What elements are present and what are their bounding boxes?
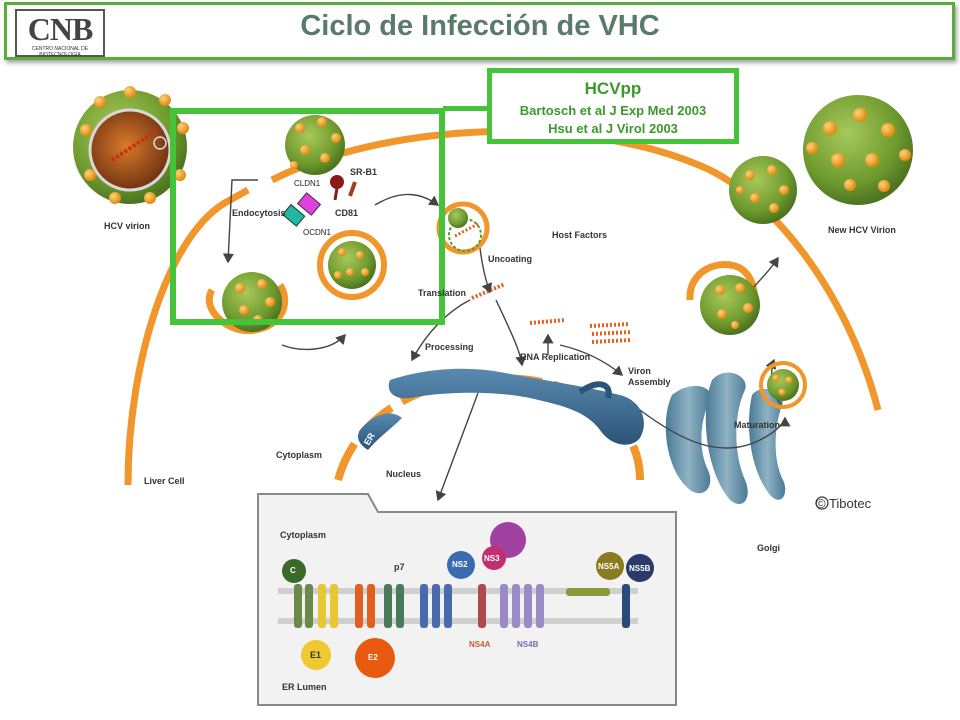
receptors — [281, 175, 357, 227]
cytoplasm-label: Cytoplasm — [276, 450, 323, 460]
hcv-virion-label: HCV virion — [104, 221, 151, 231]
ns4b-label: NS4B — [517, 640, 539, 649]
e2-protein — [355, 638, 395, 678]
page-title: Ciclo de Infección de VHC — [300, 10, 660, 42]
hcvpp-connector — [443, 106, 487, 111]
uncoating-label: Uncoating — [488, 254, 532, 264]
transmembrane-helices — [294, 584, 630, 628]
ns5b-protein — [626, 554, 654, 582]
e2-label: E2 — [368, 653, 378, 662]
er-structure — [357, 368, 644, 450]
hcvpp-ref-bartosch: Bartosch et al J Exp Med 2003 — [519, 103, 707, 118]
ns2-protein — [447, 551, 475, 579]
ns5a-protein — [596, 552, 624, 580]
viral-rna — [471, 282, 633, 344]
panel-er-lumen-label: ER Lumen — [282, 682, 327, 692]
ocdn1-label: OCDN1 — [303, 228, 332, 237]
virion-assembly-label-1: Viron — [628, 366, 651, 376]
ns3-label: NS3 — [484, 554, 500, 563]
hcv-virion-cutaway — [73, 86, 189, 204]
golgi-label: Golgi — [757, 543, 780, 553]
virion-endosome — [317, 230, 387, 300]
new-virion-exocytosis — [700, 275, 760, 335]
ns3-protease — [482, 546, 506, 570]
hcvpp-ref-hsu: Hsu et al J Virol 2003 — [548, 121, 678, 136]
logo-text: CNB — [27, 11, 94, 47]
ns5b-label: NS5B — [629, 564, 651, 573]
new-hcv-virion-large — [803, 95, 913, 205]
cldn1-label: CLDN1 — [294, 179, 321, 188]
ns2-label: NS2 — [452, 560, 468, 569]
header-bar: CNB CENTRO NACIONAL DE BIOTECNOLOGÍA — [4, 2, 955, 60]
nucleus-label: Nucleus — [386, 469, 422, 479]
virion-uncoating — [436, 201, 490, 255]
copyright-label: © Tibotec — [816, 496, 872, 511]
endocytosis-label: Endocytosis — [232, 208, 286, 218]
er-membrane-bilayer — [278, 588, 638, 624]
srb1-receptor — [330, 175, 344, 189]
virion-entry — [285, 115, 345, 175]
hcvpp-reference-box: HCVpp Bartosch et al J Exp Med 2003 Hsu … — [487, 68, 739, 144]
cell-membrane-left — [124, 186, 250, 486]
ocdn1-receptor — [281, 203, 306, 227]
golgi-apparatus — [665, 372, 786, 505]
logo-subtext: CENTRO NACIONAL DE BIOTECNOLOGÍA — [31, 46, 89, 58]
rna-replication-label: RNA Replication — [520, 352, 591, 362]
cd81-label: CD81 — [335, 208, 359, 218]
cd81-receptor — [348, 181, 357, 197]
entry-highlight-frame — [170, 108, 445, 325]
hcvpp-title: HCVpp — [584, 79, 642, 98]
virion-assembly-label-2: Assembly — [628, 377, 671, 387]
srb1-label: SR-B1 — [350, 167, 378, 177]
new-virion-label: New HCV Virion — [828, 225, 896, 235]
cell-membrane-top — [270, 127, 882, 411]
liver-cell-label: Liver Cell — [144, 476, 185, 486]
processing-label: Processing — [425, 342, 474, 352]
e1-label: E1 — [310, 650, 322, 660]
e1-protein — [301, 640, 331, 670]
maturing-virion — [759, 361, 807, 409]
ns5a-label: NS5A — [598, 562, 620, 571]
ns4a-label: NS4A — [469, 640, 491, 649]
c-label: C — [290, 566, 296, 575]
p7-label: p7 — [394, 562, 405, 572]
core-protein — [282, 559, 306, 583]
cldn1-receptor — [296, 192, 322, 216]
panel-cytoplasm-label: Cytoplasm — [280, 530, 327, 540]
host-factors-label: Host Factors — [552, 230, 608, 240]
cnb-logo: CNB CENTRO NACIONAL DE BIOTECNOLOGÍA — [15, 9, 105, 58]
translation-label: Translation — [418, 288, 467, 298]
protein-domains — [282, 522, 654, 678]
maturation-label: Maturation — [734, 420, 780, 430]
new-virion-budding — [729, 156, 797, 224]
